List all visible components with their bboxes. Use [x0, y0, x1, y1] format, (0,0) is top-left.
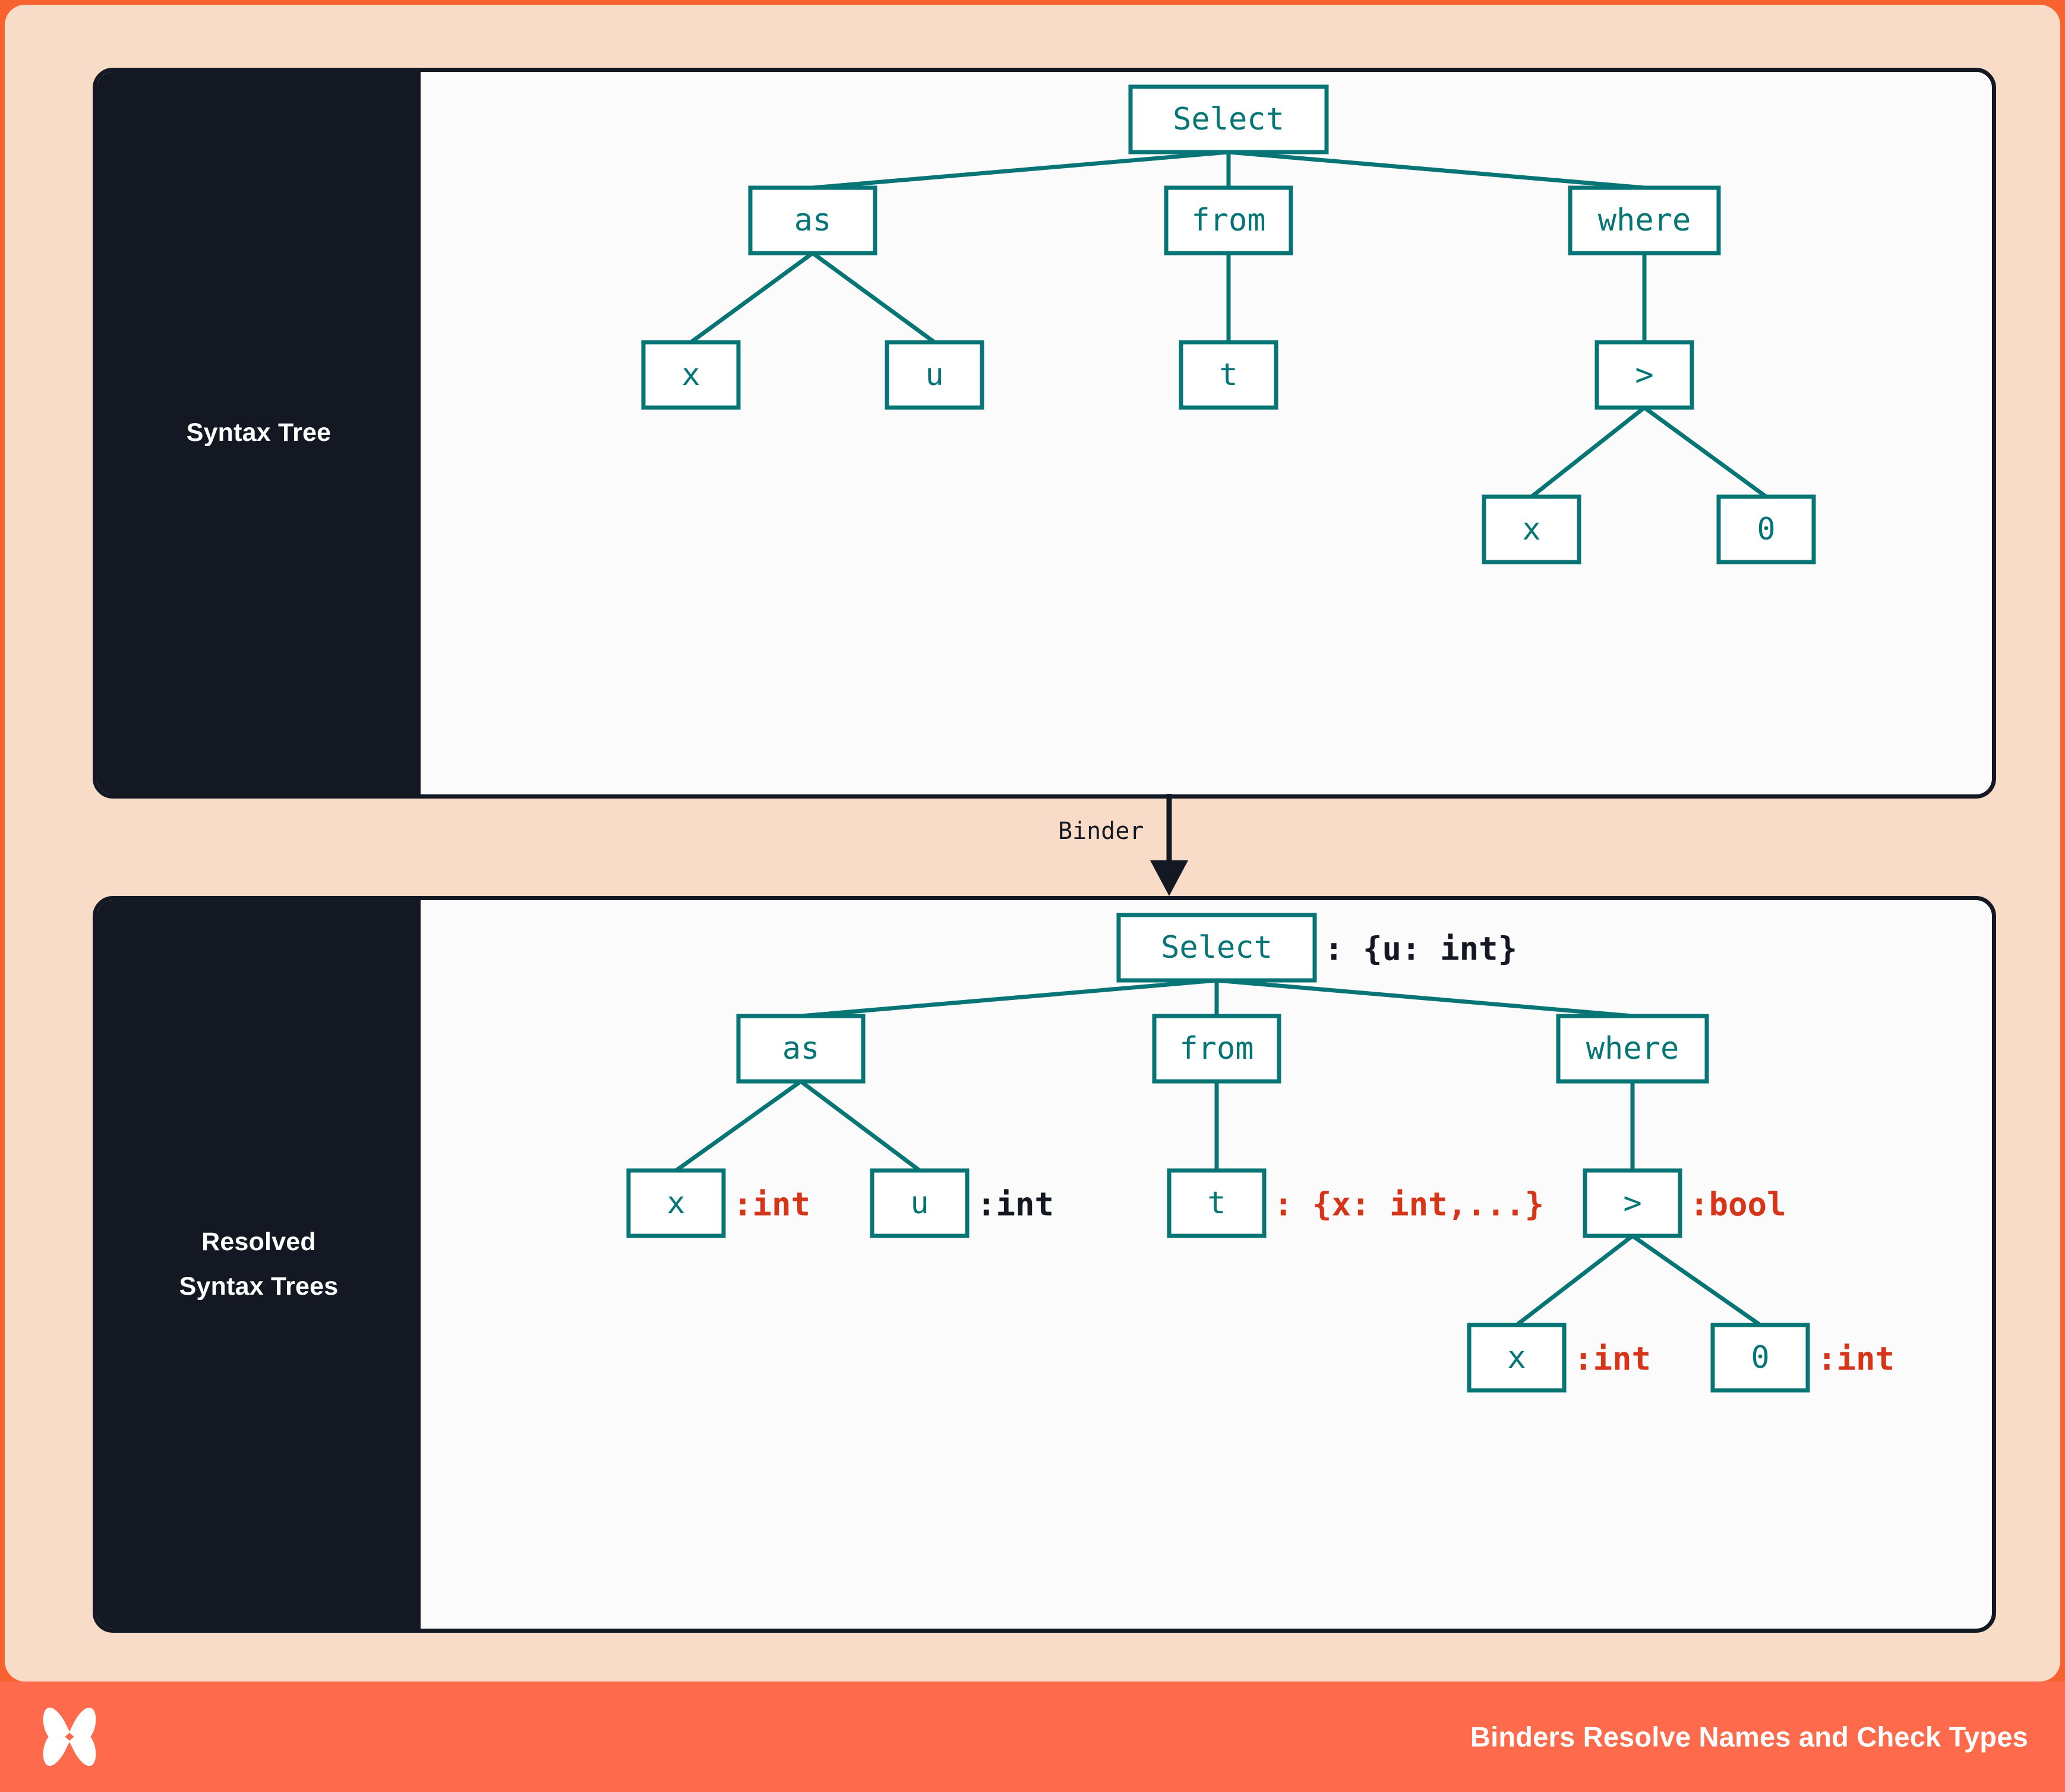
- tree-node-box: [1594, 340, 1694, 410]
- tree-node-box: [1482, 494, 1581, 564]
- tree-node-label: x: [681, 357, 700, 393]
- tree-node-label: x: [1522, 512, 1540, 547]
- tree-node-label: 0: [1757, 512, 1775, 547]
- panel-syntax-tree-label: Syntax Tree: [186, 418, 331, 447]
- tree-node-label: x: [1507, 1340, 1526, 1375]
- tree-node-box: [641, 340, 741, 410]
- tree-node-label: as: [782, 1031, 820, 1067]
- panel-syntax-tree: Syntax Tree Select as from where x u t > x 0: [93, 68, 1996, 799]
- tree-node-label: Select: [1173, 102, 1284, 137]
- tree-node-label: >: [1635, 357, 1653, 393]
- binder-transition-label: Binder: [1058, 818, 1144, 845]
- tree-node-box: [870, 1168, 970, 1238]
- tree-node-label: from: [1191, 203, 1265, 238]
- tree-node-label: u: [925, 357, 943, 393]
- tree-node-select[interactable]: Select: [1116, 913, 1317, 983]
- tree-edge: [799, 1080, 921, 1172]
- tree-node-label: x: [667, 1185, 685, 1221]
- tree-node-type-annotation: : {u: int}: [1324, 930, 1517, 968]
- tree-node-gtx[interactable]: x: [1482, 494, 1581, 564]
- tree-edge: [674, 1080, 803, 1172]
- tree-node-box: [1167, 1168, 1267, 1238]
- tree-node-gt[interactable]: >: [1583, 1168, 1682, 1238]
- tree-node-fromt[interactable]: t: [1179, 340, 1278, 410]
- panel-syntax-tree-stage: Select as from where x u t > x 0: [421, 72, 1992, 794]
- tree-node-box: [626, 1168, 726, 1238]
- tree-node-label: 0: [1751, 1340, 1769, 1375]
- tree-edge: [1216, 978, 1633, 1018]
- tree-node-from[interactable]: from: [1152, 1014, 1281, 1084]
- footer-bar: Binders Resolve Names and Check Types: [0, 1681, 2065, 1792]
- tree-node-box: [748, 185, 877, 255]
- tree-node-box: [1152, 1014, 1281, 1084]
- tree-node-label: Select: [1161, 930, 1273, 966]
- tree-edge: [812, 150, 1229, 190]
- tree-node-type-annotation: :int: [1574, 1340, 1651, 1378]
- syntax-tree-graphic: Select as from where x u t > x 0: [641, 84, 1816, 564]
- tree-node-type-annotation: :int: [1817, 1340, 1895, 1378]
- tree-node-where[interactable]: where: [1556, 1014, 1709, 1084]
- tree-edge: [1228, 150, 1645, 190]
- tree-edge: [689, 251, 814, 344]
- tree-node-label: from: [1179, 1031, 1253, 1067]
- tree-edges: [689, 150, 1768, 499]
- tree-node-box: [1710, 1323, 1810, 1393]
- tree-node-type-annotation: :int: [977, 1186, 1054, 1223]
- tree-node-asu[interactable]: u: [885, 340, 984, 410]
- tree-node-box: [1179, 340, 1278, 410]
- tree-node-box: [1128, 84, 1329, 154]
- tree-node-where[interactable]: where: [1568, 185, 1721, 255]
- tree-edges: [674, 978, 1762, 1327]
- tree-edge: [1530, 406, 1646, 499]
- tree-edge: [1643, 406, 1768, 499]
- tree-node-from[interactable]: from: [1164, 185, 1293, 255]
- tree-node-label: u: [910, 1185, 929, 1221]
- tree-node-box: [736, 1014, 866, 1084]
- tree-node-box: [1164, 185, 1293, 255]
- tree-node-gt[interactable]: >: [1594, 340, 1694, 410]
- tree-edge: [800, 978, 1217, 1018]
- tree-node-label: t: [1219, 357, 1237, 393]
- tree-node-fromt[interactable]: t: [1167, 1168, 1267, 1238]
- resolved-syntax-tree-graphic: Select : {u: int} as from where x :int u :int t : …: [626, 913, 1895, 1393]
- tree-node-type-annotation: :int: [733, 1186, 810, 1223]
- panel-syntax-tree-sidebar: Syntax Tree: [97, 72, 421, 794]
- tree-node-label: as: [794, 203, 832, 238]
- tree-node-box: [1583, 1168, 1682, 1238]
- tree-node-type-annotation: :bool: [1690, 1186, 1786, 1223]
- tree-node-select[interactable]: Select: [1128, 84, 1329, 154]
- tree-node-box: [1116, 913, 1317, 983]
- binder-down-arrow-icon: [1150, 794, 1188, 896]
- tree-node-label: t: [1207, 1185, 1226, 1221]
- tree-node-label: where: [1586, 1031, 1679, 1067]
- tree-node-gt0[interactable]: 0: [1710, 1323, 1810, 1393]
- diagram-canvas: Syntax Tree Select as from where x u t > x 0 Bind…: [5, 5, 2060, 1681]
- tree-node-gt0[interactable]: 0: [1716, 494, 1816, 564]
- tree-node-type-annotation: : {x: int,...}: [1274, 1186, 1544, 1223]
- tree-node-as[interactable]: as: [748, 185, 877, 255]
- tree-node-box: [1467, 1323, 1567, 1393]
- tree-node-box: [1716, 494, 1816, 564]
- panel-resolved-syntax-trees-stage: Select : {u: int} as from where x :int u :int t : …: [421, 900, 1992, 1629]
- tree-node-label: >: [1623, 1185, 1641, 1221]
- tree-node-as[interactable]: as: [736, 1014, 866, 1084]
- tree-node-box: [885, 340, 984, 410]
- tree-node-asx[interactable]: x: [626, 1168, 726, 1238]
- tree-edge: [1631, 1234, 1762, 1327]
- tree-edge: [811, 251, 936, 344]
- tree-node-box: [1556, 1014, 1709, 1084]
- brand-x-logo-icon: [43, 1707, 96, 1766]
- tree-node-asu[interactable]: u: [870, 1168, 970, 1238]
- tree-node-asx[interactable]: x: [641, 340, 741, 410]
- tree-node-label: where: [1598, 203, 1691, 238]
- tree-node-box: [1568, 185, 1721, 255]
- tree-edge: [1515, 1234, 1634, 1327]
- tree-node-gtx[interactable]: x: [1467, 1323, 1567, 1393]
- footer-caption: Binders Resolve Names and Check Types: [1470, 1721, 2028, 1753]
